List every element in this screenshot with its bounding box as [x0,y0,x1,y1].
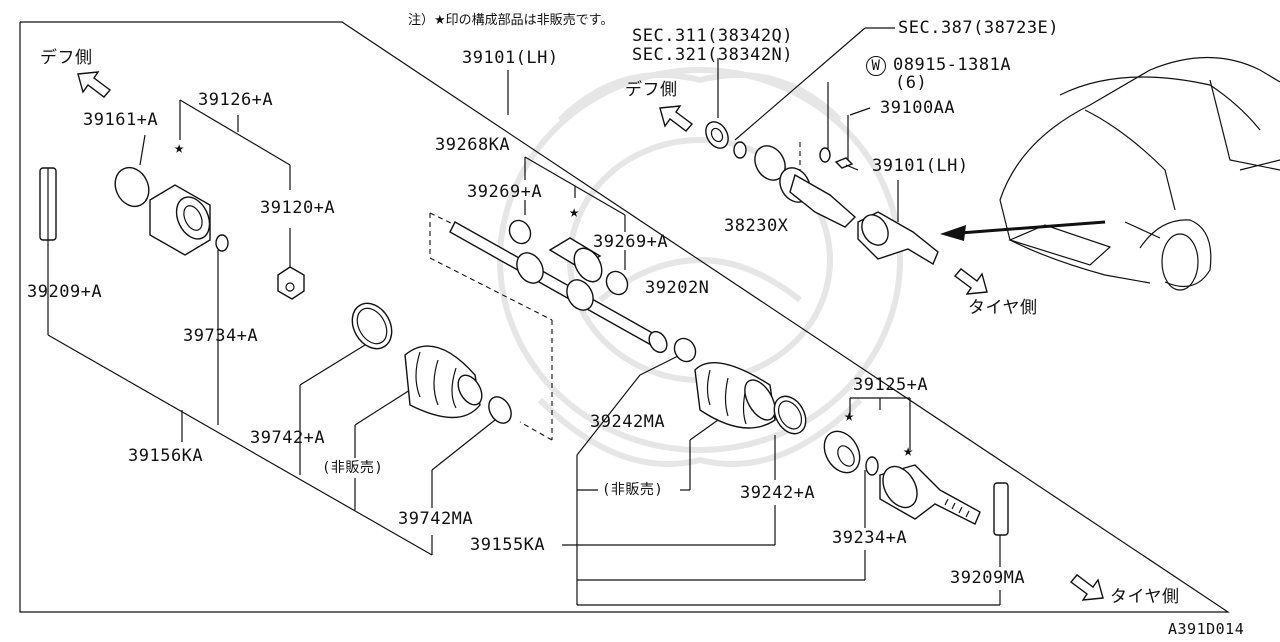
part-39742-ma[interactable]: 39742MA [398,509,474,529]
part-39101-lh-top[interactable]: 39101(LH) [462,48,559,68]
frame-lines [19,21,1230,613]
part-39209[interactable]: 39209+A [27,282,103,302]
damper-weight [548,237,603,283]
band-39242ma [673,337,697,363]
boot-band-39742 [351,302,393,350]
drive-shaft-39202 [449,221,668,354]
part-39234[interactable]: 39234+A [832,528,908,548]
boot-band-39242 [773,395,807,435]
flange-38230 [754,145,857,228]
washer-marker-icon: W [866,56,886,76]
part-38230[interactable]: 38230X [724,216,789,236]
outer-ring-39125 [823,430,861,474]
part-39125[interactable]: 39125+A [853,375,929,395]
washer-08915 [819,147,831,163]
snap-ring-39234 [865,456,879,476]
part-39156[interactable]: 39156KA [128,446,204,466]
section-ref-387[interactable]: SEC.387(38723E) [898,18,1060,38]
direction-tire-bottom: タイヤ側 [1110,587,1180,607]
outer-boot [694,362,776,429]
seal-sec311 [705,121,729,149]
direction-diff-left: デフ側 [40,48,93,68]
direction-arrows [77,71,1106,601]
inboard-group-lines [47,99,496,556]
inner-housing-39120 [149,184,211,256]
part-08915-qty: (6) [895,73,928,93]
part-39742-a[interactable]: 39742+A [250,428,326,448]
section-ref-321[interactable]: SEC.321(38342N) [632,45,794,65]
part-39242-ma[interactable]: 39242MA [590,412,666,432]
direction-diff-mid: デフ側 [625,80,678,100]
inner-boot [404,345,483,419]
damper-39209ma [993,482,1009,536]
snap-ring-39734 [215,234,229,252]
shaft-group-lines [429,70,626,441]
part-39126[interactable]: 39126+A [198,90,274,110]
not-sold-label-2: (非販売) [602,482,664,498]
part-39100[interactable]: 39100AA [880,98,956,118]
part-39161[interactable]: 39161+A [83,110,159,130]
dust-cap-39161 [114,166,150,208]
not-sold-label-1: (非販売) [322,460,384,476]
tripod-joint [277,266,305,300]
direction-tire-mid: タイヤ側 [968,298,1038,318]
outer-joint [879,464,981,525]
part-39120[interactable]: 39120+A [260,198,336,218]
part-08915[interactable]: 08915-1381A [893,55,1012,75]
damper-39209 [39,167,57,241]
part-39269-b[interactable]: 39269+A [593,232,669,252]
part-39155[interactable]: 39155KA [470,535,546,555]
axle-39101 [857,211,939,266]
part-39101-lh-right[interactable]: 39101(LH) [872,156,969,176]
star-marker-icon: ★ [174,138,185,158]
part-39202[interactable]: 39202N [645,278,710,298]
bolt-39100 [834,157,859,171]
band-39269-b [605,270,629,296]
boot-band-39742ma [488,396,512,424]
not-sold-note: 注）★印の構成部品は非販売です。 [408,13,614,28]
section-ref-311[interactable]: SEC.311(38342Q) [632,26,794,46]
part-39242-a[interactable]: 39242+A [740,483,816,503]
star-marker-icon: ★ [903,441,914,461]
part-39269-a[interactable]: 39269+A [467,182,543,202]
part-39209-ma[interactable]: 39209MA [950,568,1026,588]
diagram-code: A391D014 [1168,620,1245,638]
star-marker-icon: ★ [569,202,580,222]
star-marker-icon: ★ [844,406,855,426]
part-39268[interactable]: 39268KA [435,135,511,155]
outboard-group-lines [562,354,1001,606]
car-illustration [999,57,1280,291]
part-39734[interactable]: 39734+A [183,326,259,346]
band-39269-a [508,219,532,245]
ring-sec387 [733,141,747,159]
